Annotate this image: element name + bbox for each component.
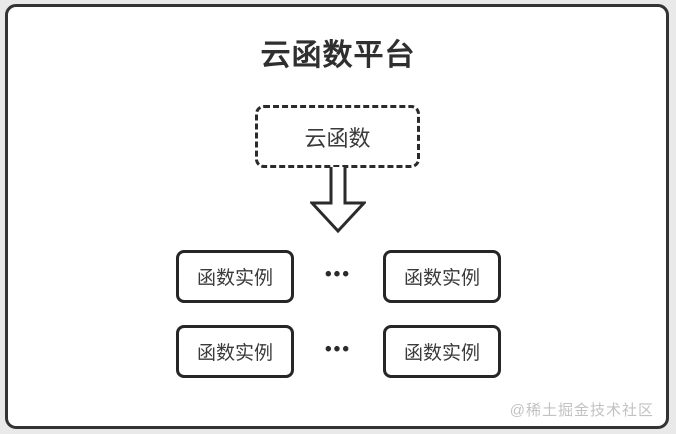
function-instance-node: 函数实例	[176, 325, 294, 378]
community-watermark: @稀土掘金技术社区	[509, 402, 654, 419]
function-instance-node: 函数实例	[383, 250, 501, 303]
function-instance-label: 函数实例	[403, 343, 480, 364]
function-instance-label: 函数实例	[196, 343, 273, 364]
cloud-function-node: 云函数	[255, 105, 420, 168]
down-arrow-icon	[310, 167, 366, 233]
function-instance-node: 函数实例	[383, 325, 501, 378]
cloud-function-label: 云函数	[304, 125, 371, 151]
function-instance-label: 函数实例	[196, 268, 273, 289]
ellipsis-separator: •••	[325, 339, 351, 360]
function-instance-node: 函数实例	[176, 250, 294, 303]
diagram-title: 云函数平台	[260, 39, 416, 72]
function-instance-label: 函数实例	[403, 268, 480, 289]
ellipsis-separator: •••	[325, 264, 351, 285]
